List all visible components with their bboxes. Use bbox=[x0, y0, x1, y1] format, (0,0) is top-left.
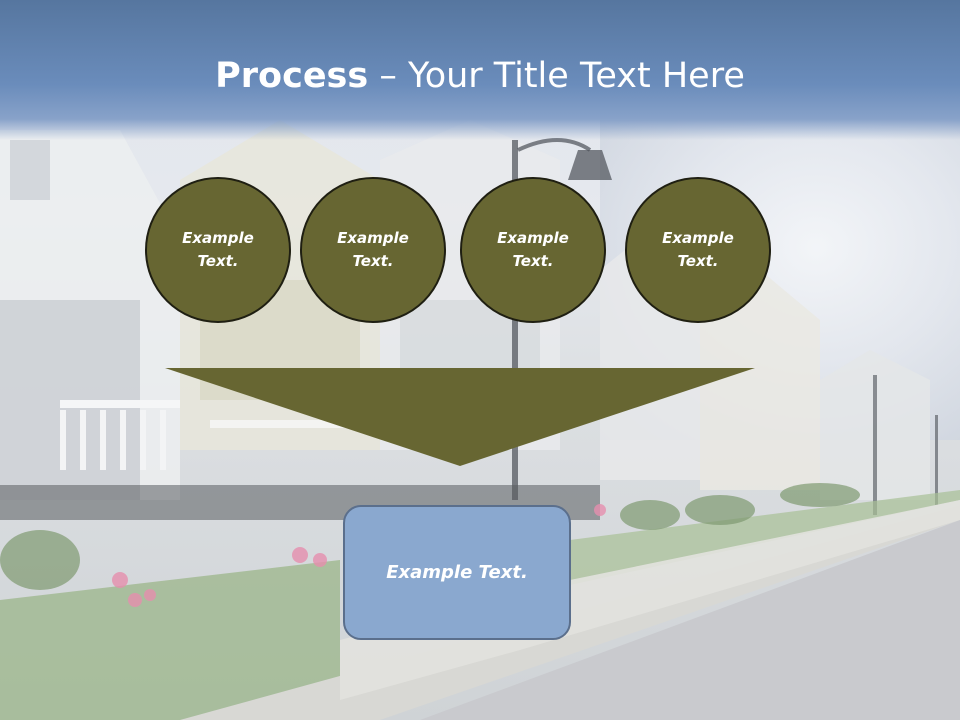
slide-title: Process – Your Title Text Here bbox=[0, 50, 960, 102]
circle-label: Example Text. bbox=[182, 229, 254, 270]
title-bold: Process bbox=[215, 56, 369, 96]
circle-label: Example Text. bbox=[497, 229, 569, 270]
process-circle-3[interactable]: Example Text. bbox=[460, 177, 606, 323]
result-label: Example Text. bbox=[386, 562, 528, 583]
circle-label: Example Text. bbox=[662, 229, 734, 270]
title-bar bbox=[0, 0, 960, 140]
circle-label: Example Text. bbox=[337, 229, 409, 270]
funnel-shape bbox=[165, 368, 755, 466]
result-box[interactable]: Example Text. bbox=[343, 505, 571, 640]
funnel-triangle[interactable] bbox=[165, 368, 755, 466]
process-circle-1[interactable]: Example Text. bbox=[145, 177, 291, 323]
process-circle-2[interactable]: Example Text. bbox=[300, 177, 446, 323]
title-rest: – Your Title Text Here bbox=[368, 56, 745, 96]
process-circle-4[interactable]: Example Text. bbox=[625, 177, 771, 323]
